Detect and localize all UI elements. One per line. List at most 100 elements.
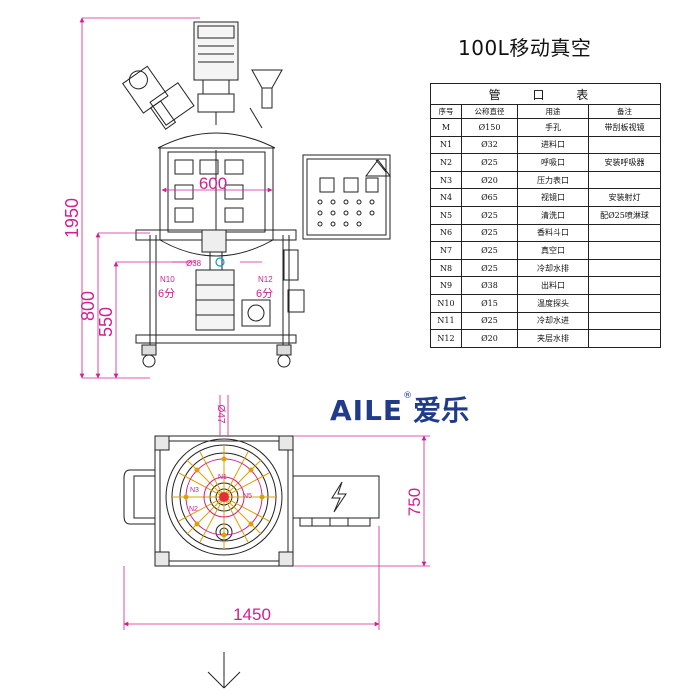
table-caption: 管 口 表 (430, 83, 661, 105)
cell-no: N12 (430, 329, 462, 348)
cell-remark: 配Ø25喷淋球 (588, 205, 661, 225)
cell-use: 压力表口 (517, 170, 589, 190)
label-n1: N1 (218, 474, 227, 481)
cell-remark (588, 329, 661, 348)
dim-plan-depth: 750 (405, 488, 424, 516)
dim-height-total: 1950 (62, 198, 82, 238)
outlet-valve-marker (215, 257, 225, 267)
cell-diameter: Ø25 (461, 223, 518, 243)
col-header-no: 序号 (430, 104, 462, 119)
cell-remark (588, 223, 661, 243)
cell-use: 进料口 (517, 135, 589, 155)
cell-diameter: Ø25 (461, 258, 518, 278)
logo-latin: AILE (330, 394, 404, 427)
plan-center-marker (219, 492, 229, 502)
cell-use: 手孔 (517, 118, 589, 137)
cell-remark (588, 241, 661, 260)
cell-use: 香料斗口 (517, 223, 589, 243)
label-n10-sub: 6分 (158, 287, 175, 300)
cell-use: 出料口 (517, 276, 589, 295)
cell-diameter: Ø15 (461, 293, 518, 313)
cell-remark (588, 276, 661, 295)
cell-use: 真空口 (517, 241, 589, 260)
logo-registered: ® (403, 391, 414, 401)
warning-icon (365, 159, 391, 177)
cell-diameter: Ø38 (461, 276, 518, 295)
cell-remark: 安装射灯 (588, 188, 661, 207)
cell-no: M (430, 118, 462, 137)
aile-logo: AILE®爱乐 (330, 389, 469, 429)
col-header-diameter: 公称直径 (461, 104, 518, 119)
cell-no: N11 (430, 311, 462, 331)
cell-diameter: Ø25 (461, 205, 518, 225)
label-outlet-size: Ø38 (186, 259, 202, 268)
cell-no: N1 (430, 135, 462, 155)
cell-no: N3 (430, 170, 462, 190)
cell-remark (588, 293, 661, 313)
cell-remark (588, 170, 661, 190)
col-header-use: 用途 (517, 104, 589, 119)
cell-use: 冷却水排 (517, 258, 589, 278)
plan-dimensions (123, 395, 430, 630)
cell-no: N6 (430, 223, 462, 243)
label-n10: N10 (160, 275, 175, 284)
logo-chinese: 爱乐 (413, 394, 470, 427)
cell-remark: 带刮板视镜 (588, 118, 661, 137)
front-elevation (122, 21, 391, 368)
cell-no: N5 (430, 205, 462, 225)
cell-diameter: Ø25 (461, 153, 518, 172)
cell-diameter: Ø150 (461, 118, 518, 137)
label-n5: N5 (243, 493, 252, 500)
cell-no: N10 (430, 293, 462, 313)
cell-remark (588, 135, 661, 155)
cell-diameter: Ø20 (461, 329, 518, 348)
cell-diameter: Ø25 (461, 311, 518, 331)
lightning-icon (331, 481, 347, 513)
cell-remark: 安装呼吸器 (588, 153, 661, 172)
cell-use: 视镜口 (517, 188, 589, 207)
drawing-title: 100L移动真空 (458, 36, 592, 60)
cell-no: N8 (430, 258, 462, 278)
cell-use: 呼吸口 (517, 153, 589, 172)
dim-vessel-diameter: 600 (199, 174, 227, 193)
dim-plan-width: 1450 (233, 605, 271, 624)
cell-use: 夹层水排 (517, 329, 589, 348)
cell-no: N2 (430, 153, 462, 172)
cell-no: N9 (430, 276, 462, 295)
view-arrow (207, 652, 241, 689)
cell-diameter: Ø65 (461, 188, 518, 207)
cell-remark (588, 258, 661, 278)
table-header-row: 序号 公称直径 用途 备注 (430, 104, 661, 119)
cell-use: 清洗口 (517, 205, 589, 225)
cell-use: 温度探头 (517, 293, 589, 313)
col-header-remark: 备注 (588, 104, 661, 119)
cell-diameter: Ø20 (461, 170, 518, 190)
cell-remark (588, 311, 661, 331)
dim-height-outlet: 550 (96, 307, 116, 337)
dim-height-frame: 800 (78, 291, 98, 321)
label-n2: N2 (189, 506, 198, 513)
front-dimensions (79, 17, 273, 379)
cell-no: N4 (430, 188, 462, 207)
cell-diameter: Ø32 (461, 135, 518, 155)
plan-nozzle-dots (183, 456, 265, 538)
dim-nozzle-label: Ø47 (215, 405, 226, 424)
label-n3: N3 (190, 487, 199, 494)
cell-diameter: Ø25 (461, 241, 518, 260)
label-n12-sub: 6分 (256, 287, 273, 300)
